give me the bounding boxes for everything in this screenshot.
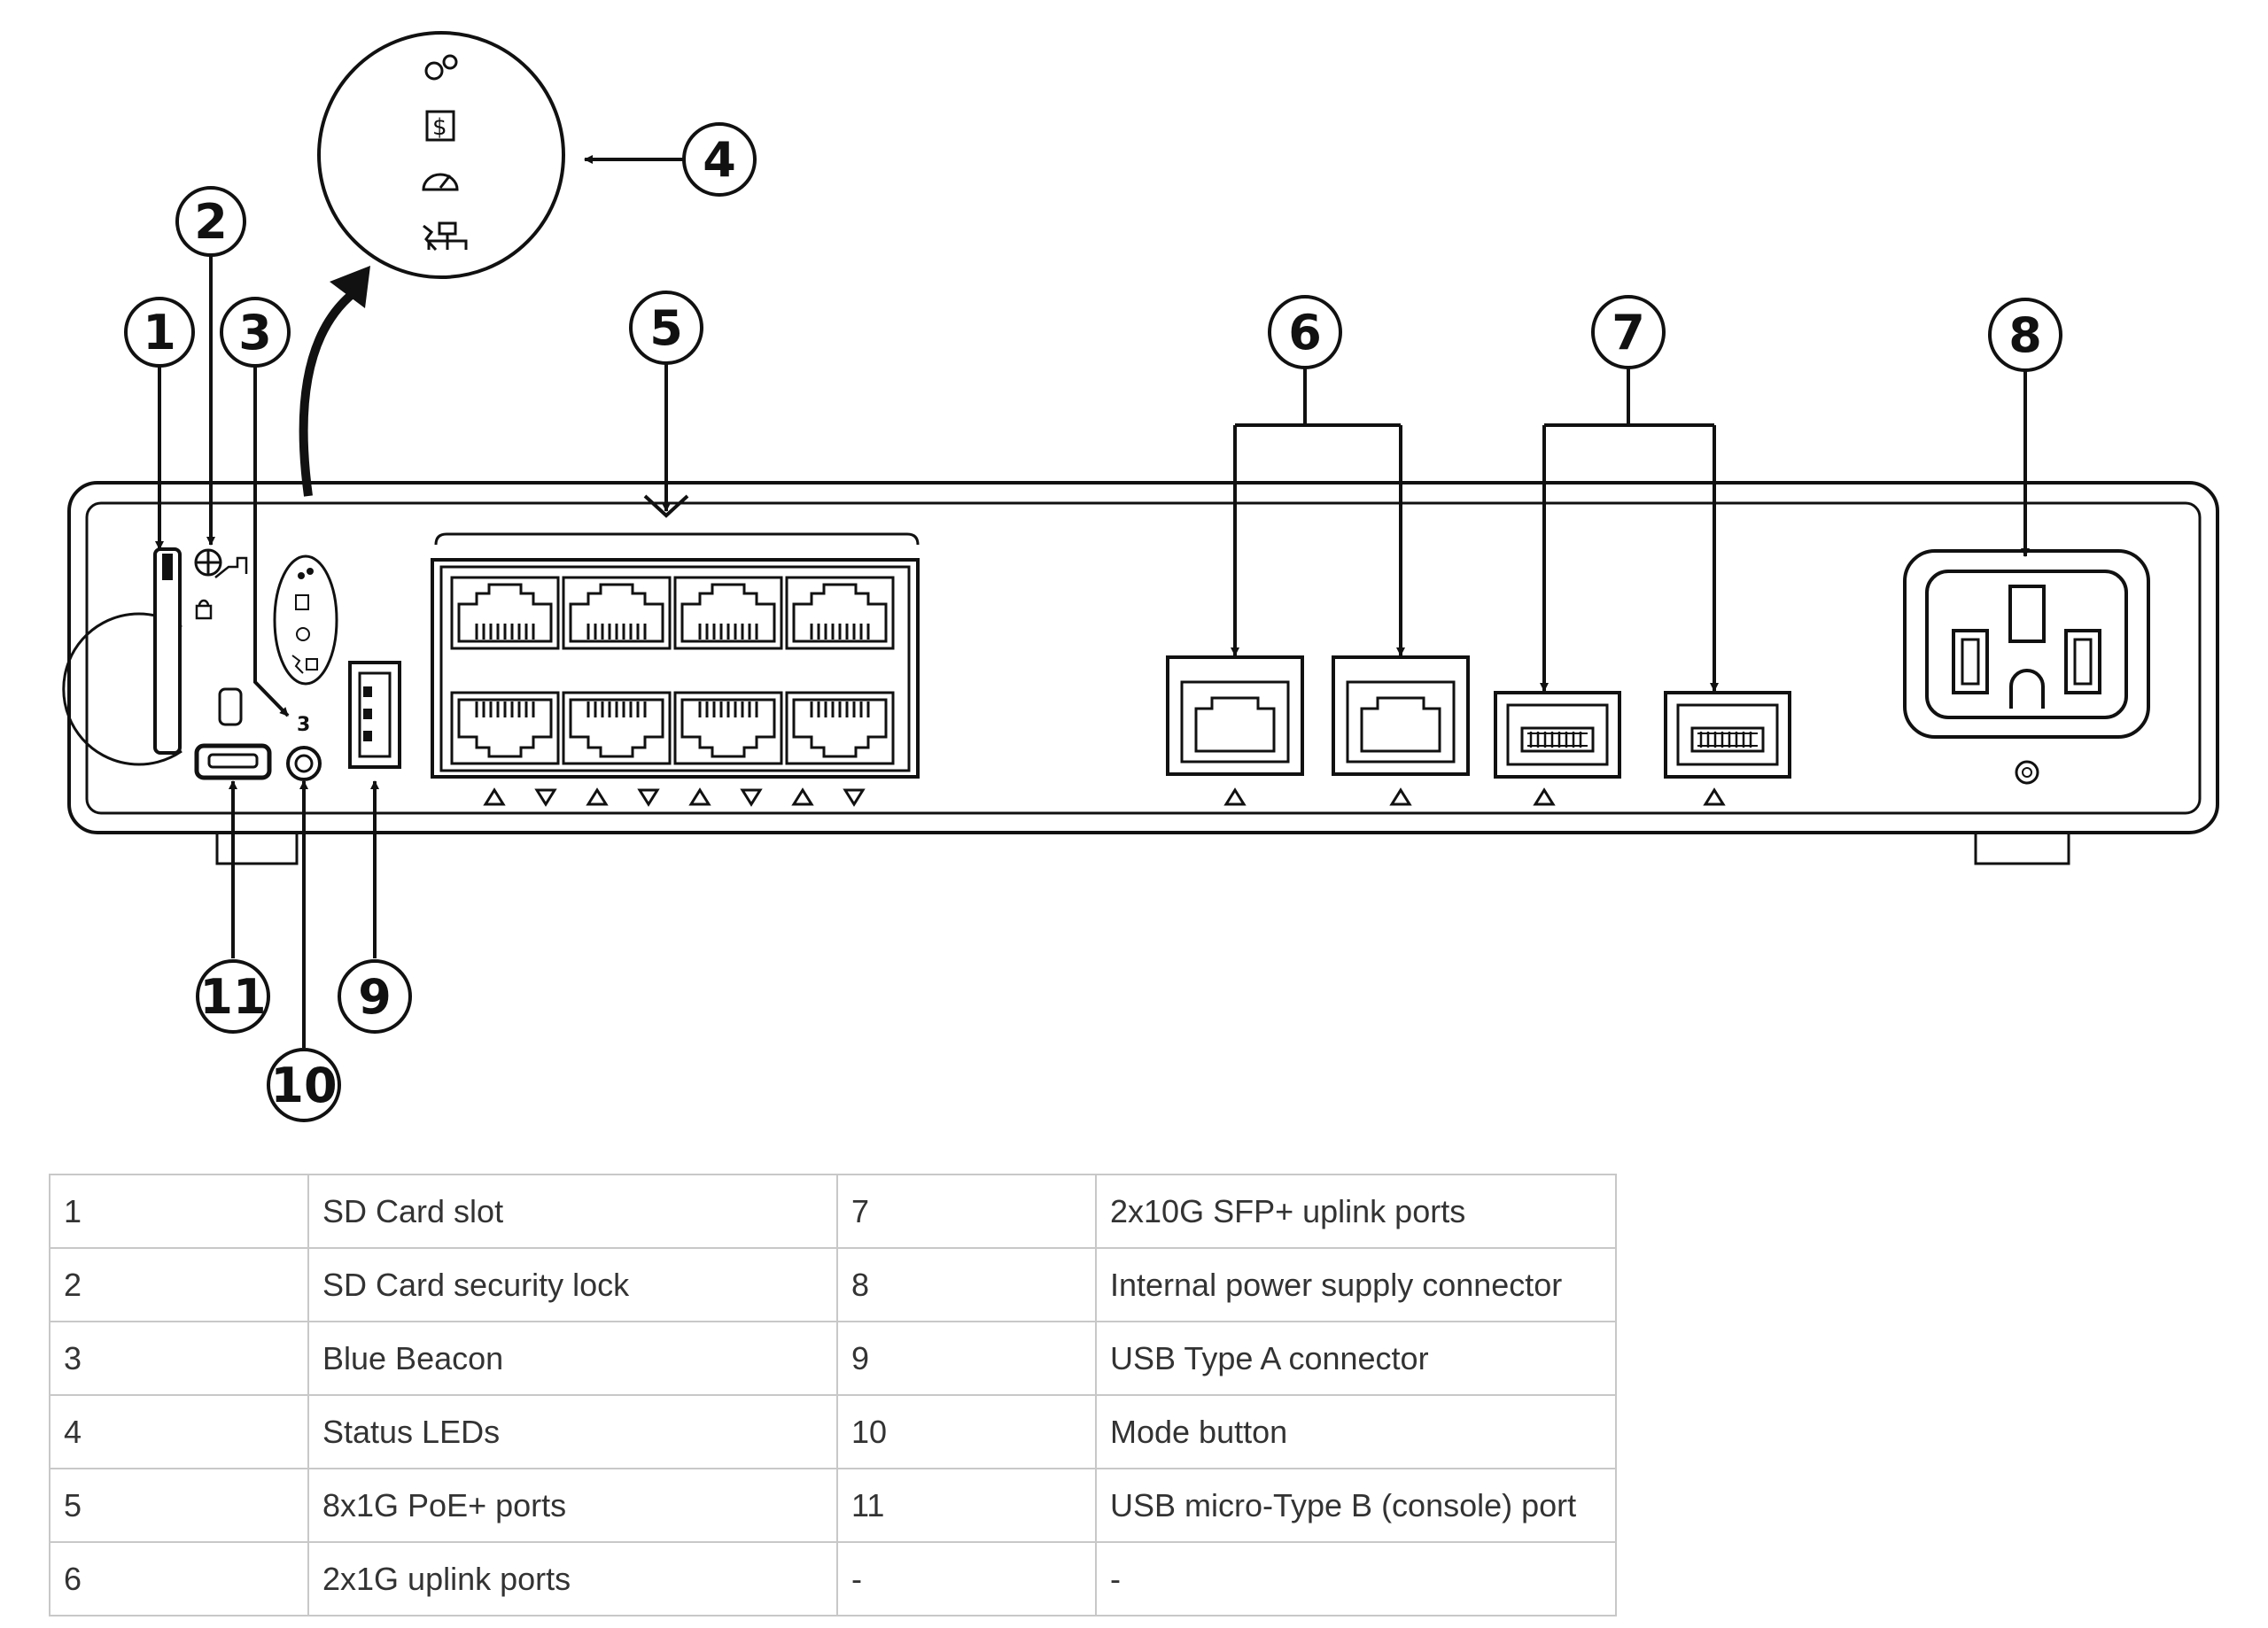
callout-10: 10 bbox=[267, 1048, 341, 1122]
svg-text:2: 2 bbox=[194, 194, 228, 250]
legend-label: 2x1G uplink ports bbox=[307, 1541, 838, 1616]
switch-front-panel-diagram: 3 bbox=[62, 31, 2219, 1122]
legend-number: 11 bbox=[836, 1468, 1097, 1543]
table-row: 4 Status LEDs 10 Mode button bbox=[49, 1394, 1617, 1469]
callout-9: 9 bbox=[338, 959, 412, 1034]
svg-text:5: 5 bbox=[649, 300, 683, 356]
callout-4: 4 bbox=[682, 122, 757, 197]
callout-5: 5 bbox=[629, 291, 703, 365]
sd-card-slot bbox=[62, 547, 183, 766]
status-leds-panel bbox=[273, 554, 338, 686]
callout-2: 2 bbox=[175, 186, 246, 257]
legend-table: 1 SD Card slot 7 2x10G SFP+ uplink ports… bbox=[49, 1174, 1617, 1616]
uplink-1g-ports bbox=[1166, 655, 1470, 806]
legend-label: 2x10G SFP+ uplink ports bbox=[1095, 1174, 1617, 1249]
svg-text:9: 9 bbox=[358, 969, 392, 1025]
status-leds-detail: $ bbox=[317, 31, 565, 279]
usb-micro-b-console-port bbox=[194, 743, 272, 780]
svg-text:7: 7 bbox=[1612, 305, 1645, 360]
legend-number: 1 bbox=[49, 1174, 309, 1249]
legend-number: 7 bbox=[836, 1174, 1097, 1249]
legend-label: USB micro-Type B (console) port bbox=[1095, 1468, 1617, 1543]
power-supply-connector bbox=[1903, 549, 2150, 785]
led-callout-arrow bbox=[299, 266, 370, 497]
callout-6: 6 bbox=[1268, 295, 1342, 369]
callouts: 1 2 3 4 5 6 7 8 9 10 11 bbox=[124, 122, 2062, 1122]
callout-3: 3 bbox=[220, 297, 291, 368]
svg-text:6: 6 bbox=[1288, 305, 1322, 360]
table-row: 6 2x1G uplink ports - - bbox=[49, 1541, 1617, 1616]
svg-text:4: 4 bbox=[703, 132, 736, 188]
legend-label: - bbox=[1095, 1541, 1617, 1616]
svg-text:11: 11 bbox=[199, 969, 266, 1025]
svg-text:10: 10 bbox=[270, 1058, 337, 1113]
table-row: 3 Blue Beacon 9 USB Type A connector bbox=[49, 1321, 1617, 1396]
legend-label: Internal power supply connector bbox=[1095, 1247, 1617, 1322]
legend-number: 3 bbox=[49, 1321, 309, 1396]
legend-number: 9 bbox=[836, 1321, 1097, 1396]
legend-number: 6 bbox=[49, 1541, 309, 1616]
sd-card-security-lock bbox=[194, 548, 248, 726]
legend-label: SD Card security lock bbox=[307, 1247, 838, 1322]
sfp-uplink-ports bbox=[1494, 691, 1791, 806]
legend-label: Blue Beacon bbox=[307, 1321, 838, 1396]
callout-11: 11 bbox=[196, 959, 270, 1034]
table-row: 1 SD Card slot 7 2x10G SFP+ uplink ports bbox=[49, 1174, 1617, 1249]
legend-number: 4 bbox=[49, 1394, 309, 1469]
legend-label: Mode button bbox=[1095, 1394, 1617, 1469]
callout-7: 7 bbox=[1591, 295, 1666, 369]
poe-ports-block bbox=[431, 532, 920, 807]
usb-type-a-connector bbox=[348, 661, 401, 769]
svg-text:1: 1 bbox=[143, 305, 176, 360]
table-row: 2 SD Card security lock 8 Internal power… bbox=[49, 1247, 1617, 1322]
legend-number: 8 bbox=[836, 1247, 1097, 1322]
legend-number: 10 bbox=[836, 1394, 1097, 1469]
legend-label: Status LEDs bbox=[307, 1394, 838, 1469]
mode-button bbox=[286, 746, 322, 781]
legend-number: 2 bbox=[49, 1247, 309, 1322]
legend-label: SD Card slot bbox=[307, 1174, 838, 1249]
blue-beacon: 3 bbox=[297, 714, 310, 736]
svg-text:3: 3 bbox=[297, 714, 310, 736]
svg-text:8: 8 bbox=[2008, 307, 2042, 363]
callout-1: 1 bbox=[124, 297, 195, 368]
legend-label: USB Type A connector bbox=[1095, 1321, 1617, 1396]
table-row: 5 8x1G PoE+ ports 11 USB micro-Type B (c… bbox=[49, 1468, 1617, 1543]
legend-number: 5 bbox=[49, 1468, 309, 1543]
legend-label: 8x1G PoE+ ports bbox=[307, 1468, 838, 1543]
leader-lines bbox=[155, 155, 2030, 1048]
legend-number: - bbox=[836, 1541, 1097, 1616]
svg-text:3: 3 bbox=[238, 305, 272, 360]
svg-text:$: $ bbox=[432, 114, 447, 141]
callout-8: 8 bbox=[1988, 298, 2062, 372]
